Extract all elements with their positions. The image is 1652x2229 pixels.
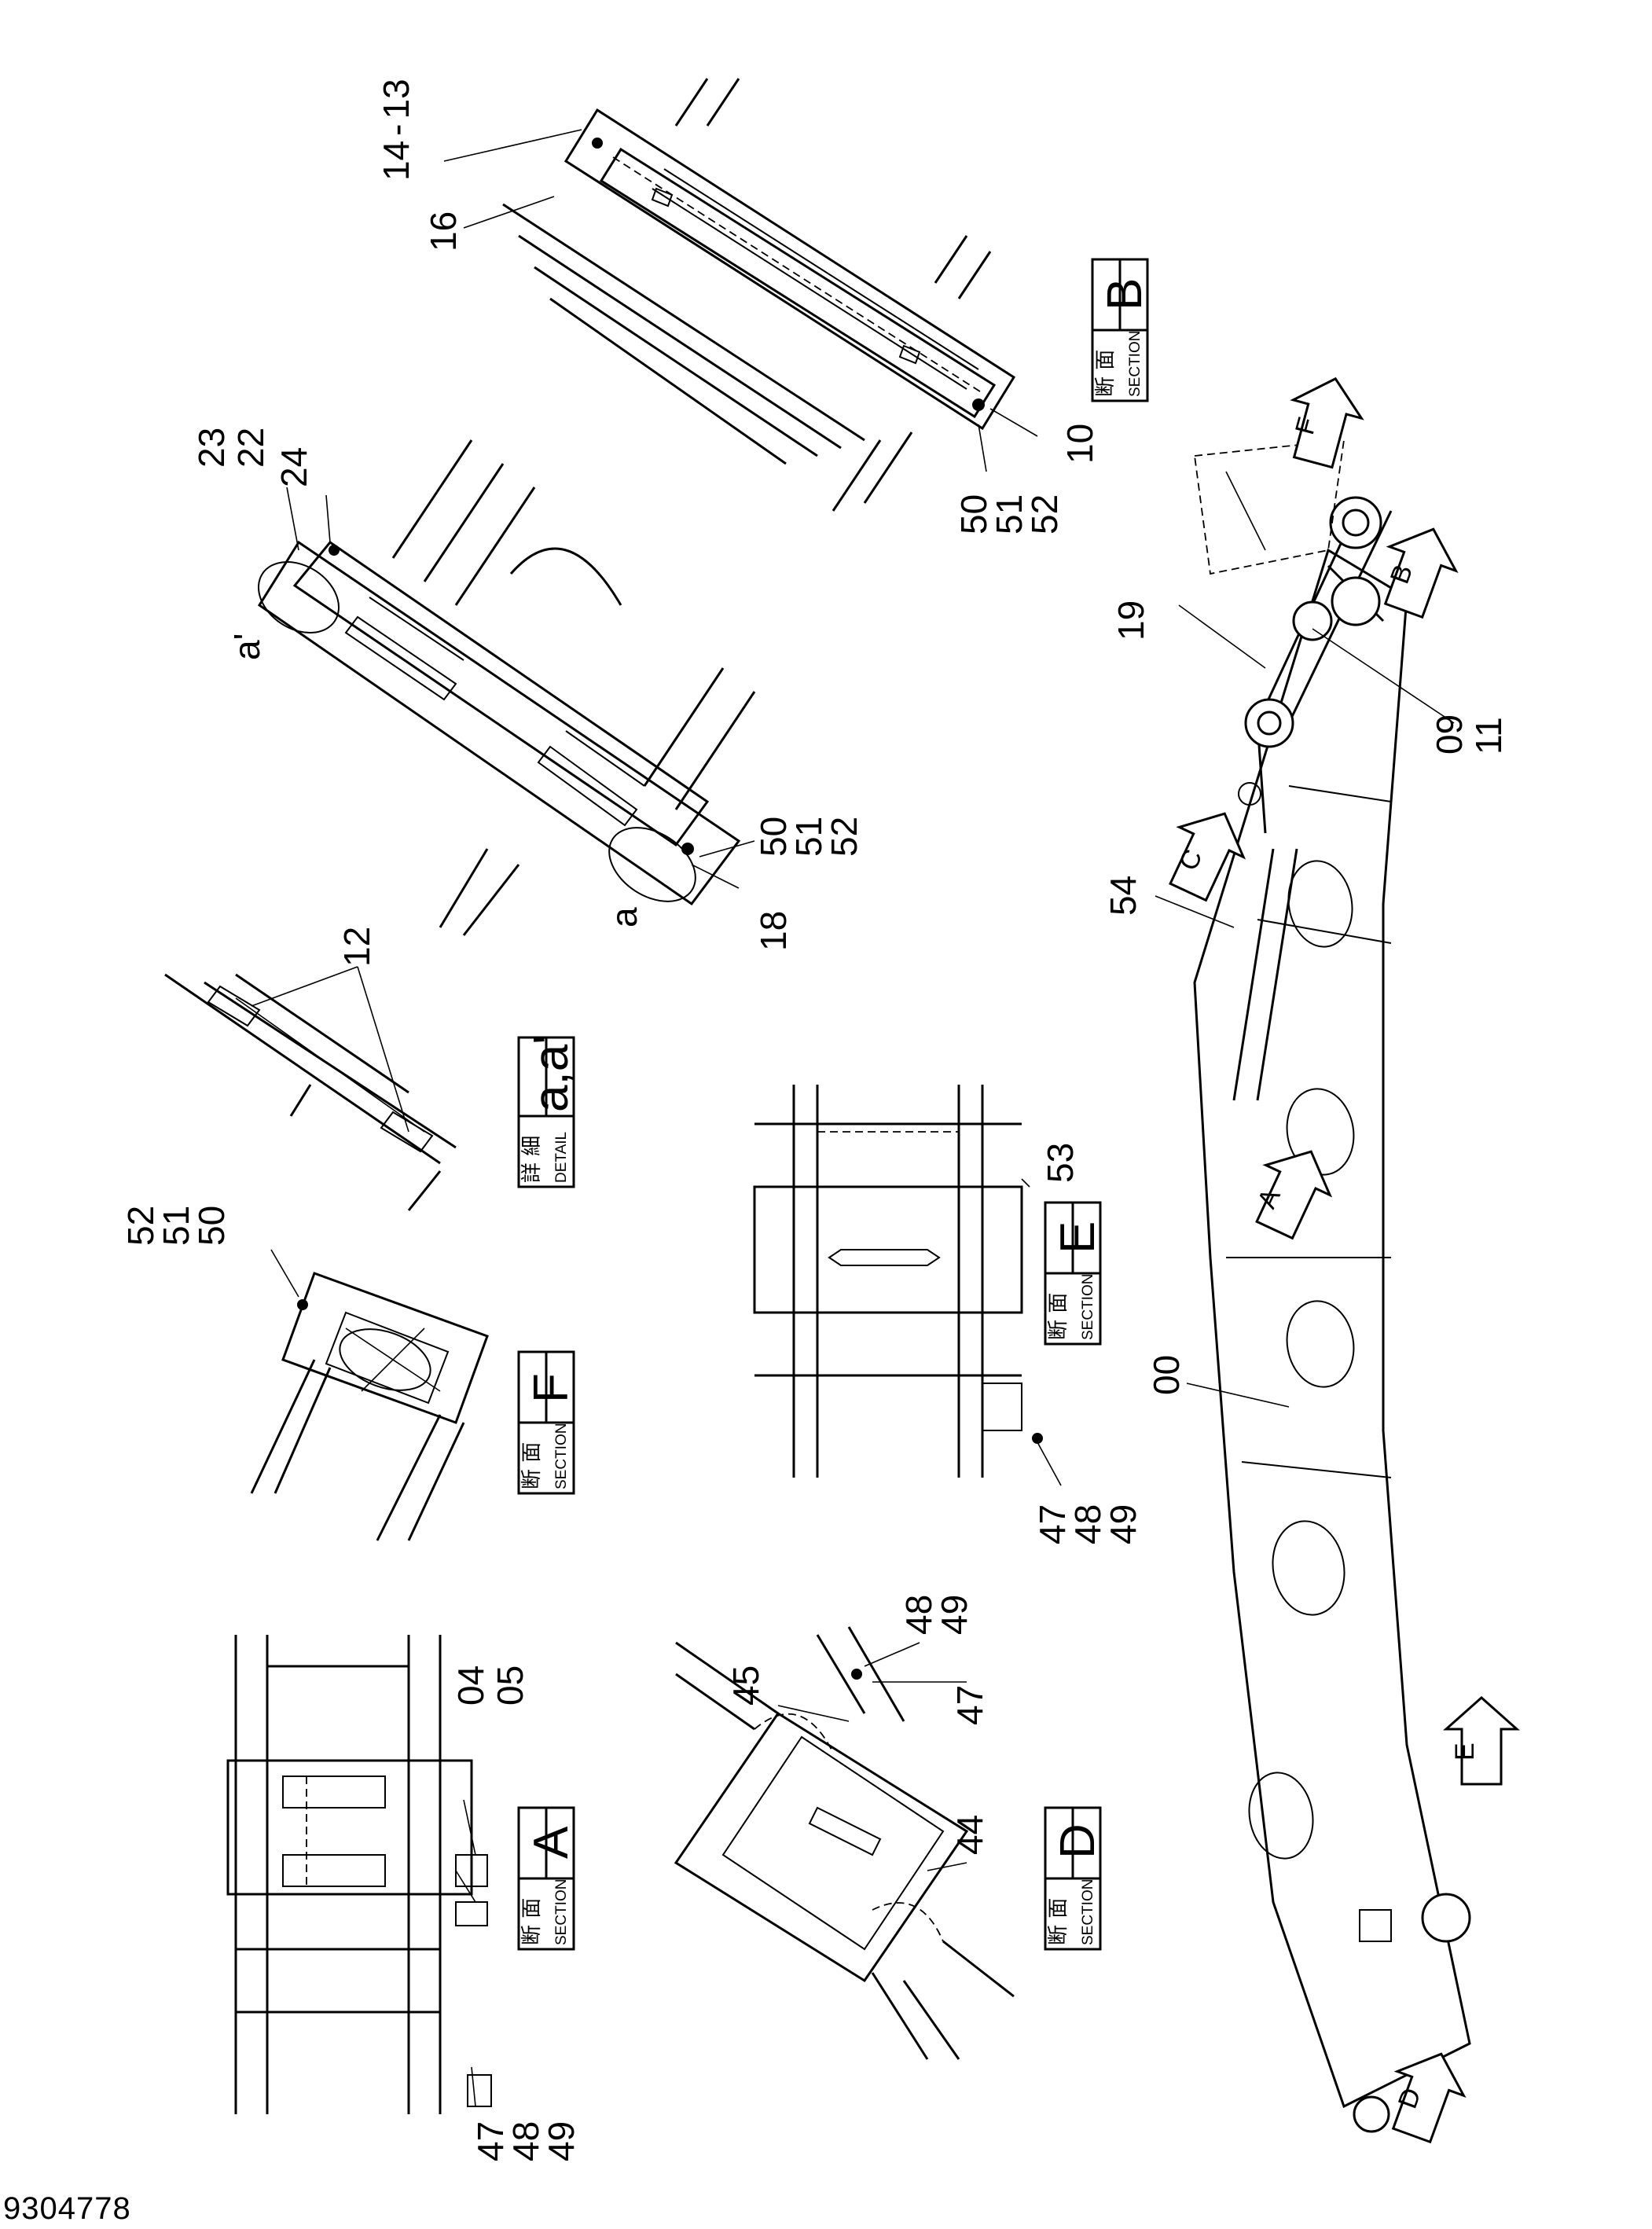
section-f-jp: 断 面 [520, 1442, 544, 1489]
callout-12: 12 [336, 927, 377, 967]
detail-aa-en: DETAIL [553, 1132, 570, 1183]
callout-50-b: 50 [953, 494, 994, 534]
callout-44: 44 [949, 1815, 990, 1855]
callout-10: 10 [1059, 424, 1100, 464]
callout-numbers: 14-13 16 10 50 51 52 23 22 24 a' a 50 51… [120, 79, 1509, 2161]
section-a-jp: 断 面 [520, 1898, 544, 1945]
section-e-view [753, 1085, 1043, 1478]
section-f-en: SECTION [553, 1423, 570, 1489]
detail-aa-letter: a,a' [524, 1035, 578, 1112]
callout-51-mid: 51 [788, 817, 829, 857]
section-d-label: D 断 面 SECTION [1044, 1806, 1105, 1951]
callout-24: 24 [273, 447, 314, 487]
section-d-en: SECTION [1080, 1879, 1096, 1945]
section-e-en: SECTION [1080, 1274, 1096, 1340]
callout-49-a: 49 [541, 2121, 582, 2161]
callout-11: 11 [1468, 717, 1509, 755]
section-a-letter: A [524, 1826, 578, 1859]
callout-50-f: 50 [191, 1206, 232, 1246]
arrow-markers: A B C D E F [1169, 376, 1520, 2144]
callout-00: 00 [1146, 1355, 1187, 1395]
section-f-view [250, 1272, 489, 1541]
callout-48-d: 48 [898, 1595, 939, 1635]
arrow-e-label: E [1450, 1742, 1480, 1761]
callout-52-mid: 52 [824, 817, 865, 857]
callout-23: 23 [191, 428, 232, 468]
callout-a-prime: a' [226, 633, 267, 660]
callout-48-e: 48 [1067, 1504, 1108, 1544]
section-e-jp: 断 面 [1047, 1293, 1070, 1340]
detail-aa-label: a,a' 詳 細 DETAIL [517, 1035, 578, 1188]
section-d-letter: D [1051, 1823, 1105, 1859]
section-f-letter: F [524, 1373, 578, 1403]
callout-53: 53 [1040, 1143, 1081, 1183]
section-b-label: B 断 面 SECTION [1091, 258, 1152, 402]
main-boom [1193, 548, 1471, 2133]
callout-16: 16 [423, 211, 464, 252]
callout-47-d: 47 [949, 1685, 990, 1725]
callout-50-mid: 50 [753, 817, 794, 857]
callout-14-13: 14-13 [376, 79, 417, 181]
callout-19: 19 [1111, 600, 1151, 641]
callout-18: 18 [753, 911, 794, 951]
callout-51-f: 51 [156, 1206, 196, 1246]
callout-52-b: 52 [1024, 494, 1065, 534]
callout-52-f: 52 [120, 1206, 161, 1246]
callout-09: 09 [1429, 714, 1470, 755]
drawing-number: 9304778 [3, 2191, 131, 2226]
section-b-en: SECTION [1127, 331, 1144, 397]
section-d-jp: 断 面 [1047, 1898, 1070, 1945]
callout-54: 54 [1103, 876, 1144, 916]
callout-a: a [604, 907, 644, 927]
callout-04: 04 [450, 1665, 491, 1706]
section-a-en: SECTION [553, 1879, 570, 1945]
callout-48-a: 48 [505, 2121, 546, 2161]
section-a-label: A 断 面 SECTION [517, 1806, 578, 1951]
callout-45: 45 [725, 1665, 766, 1706]
section-e-label: E 断 面 SECTION [1044, 1201, 1105, 1346]
section-b-view [502, 78, 1016, 512]
section-b-letter: B [1098, 278, 1152, 310]
callout-22: 22 [230, 428, 271, 468]
upper-link-assembly [257, 439, 756, 936]
callout-47-e: 47 [1032, 1504, 1073, 1544]
callout-49-e: 49 [1103, 1504, 1144, 1544]
section-e-letter: E [1051, 1221, 1105, 1254]
leader-lines [251, 129, 1455, 2107]
callout-51-b: 51 [989, 494, 1030, 534]
section-f-label: F 断 面 SECTION [517, 1350, 578, 1495]
boom-tip-link [1193, 439, 1393, 834]
section-d-view [674, 1626, 1015, 2060]
detail-aa-jp: 詳 細 [520, 1136, 544, 1183]
callout-47-a: 47 [470, 2121, 511, 2161]
section-b-jp: 断 面 [1094, 350, 1118, 397]
section-a-view [226, 1635, 492, 2114]
callout-49-d: 49 [934, 1595, 975, 1635]
detail-aa-view [164, 973, 457, 1211]
callout-05: 05 [490, 1665, 530, 1706]
